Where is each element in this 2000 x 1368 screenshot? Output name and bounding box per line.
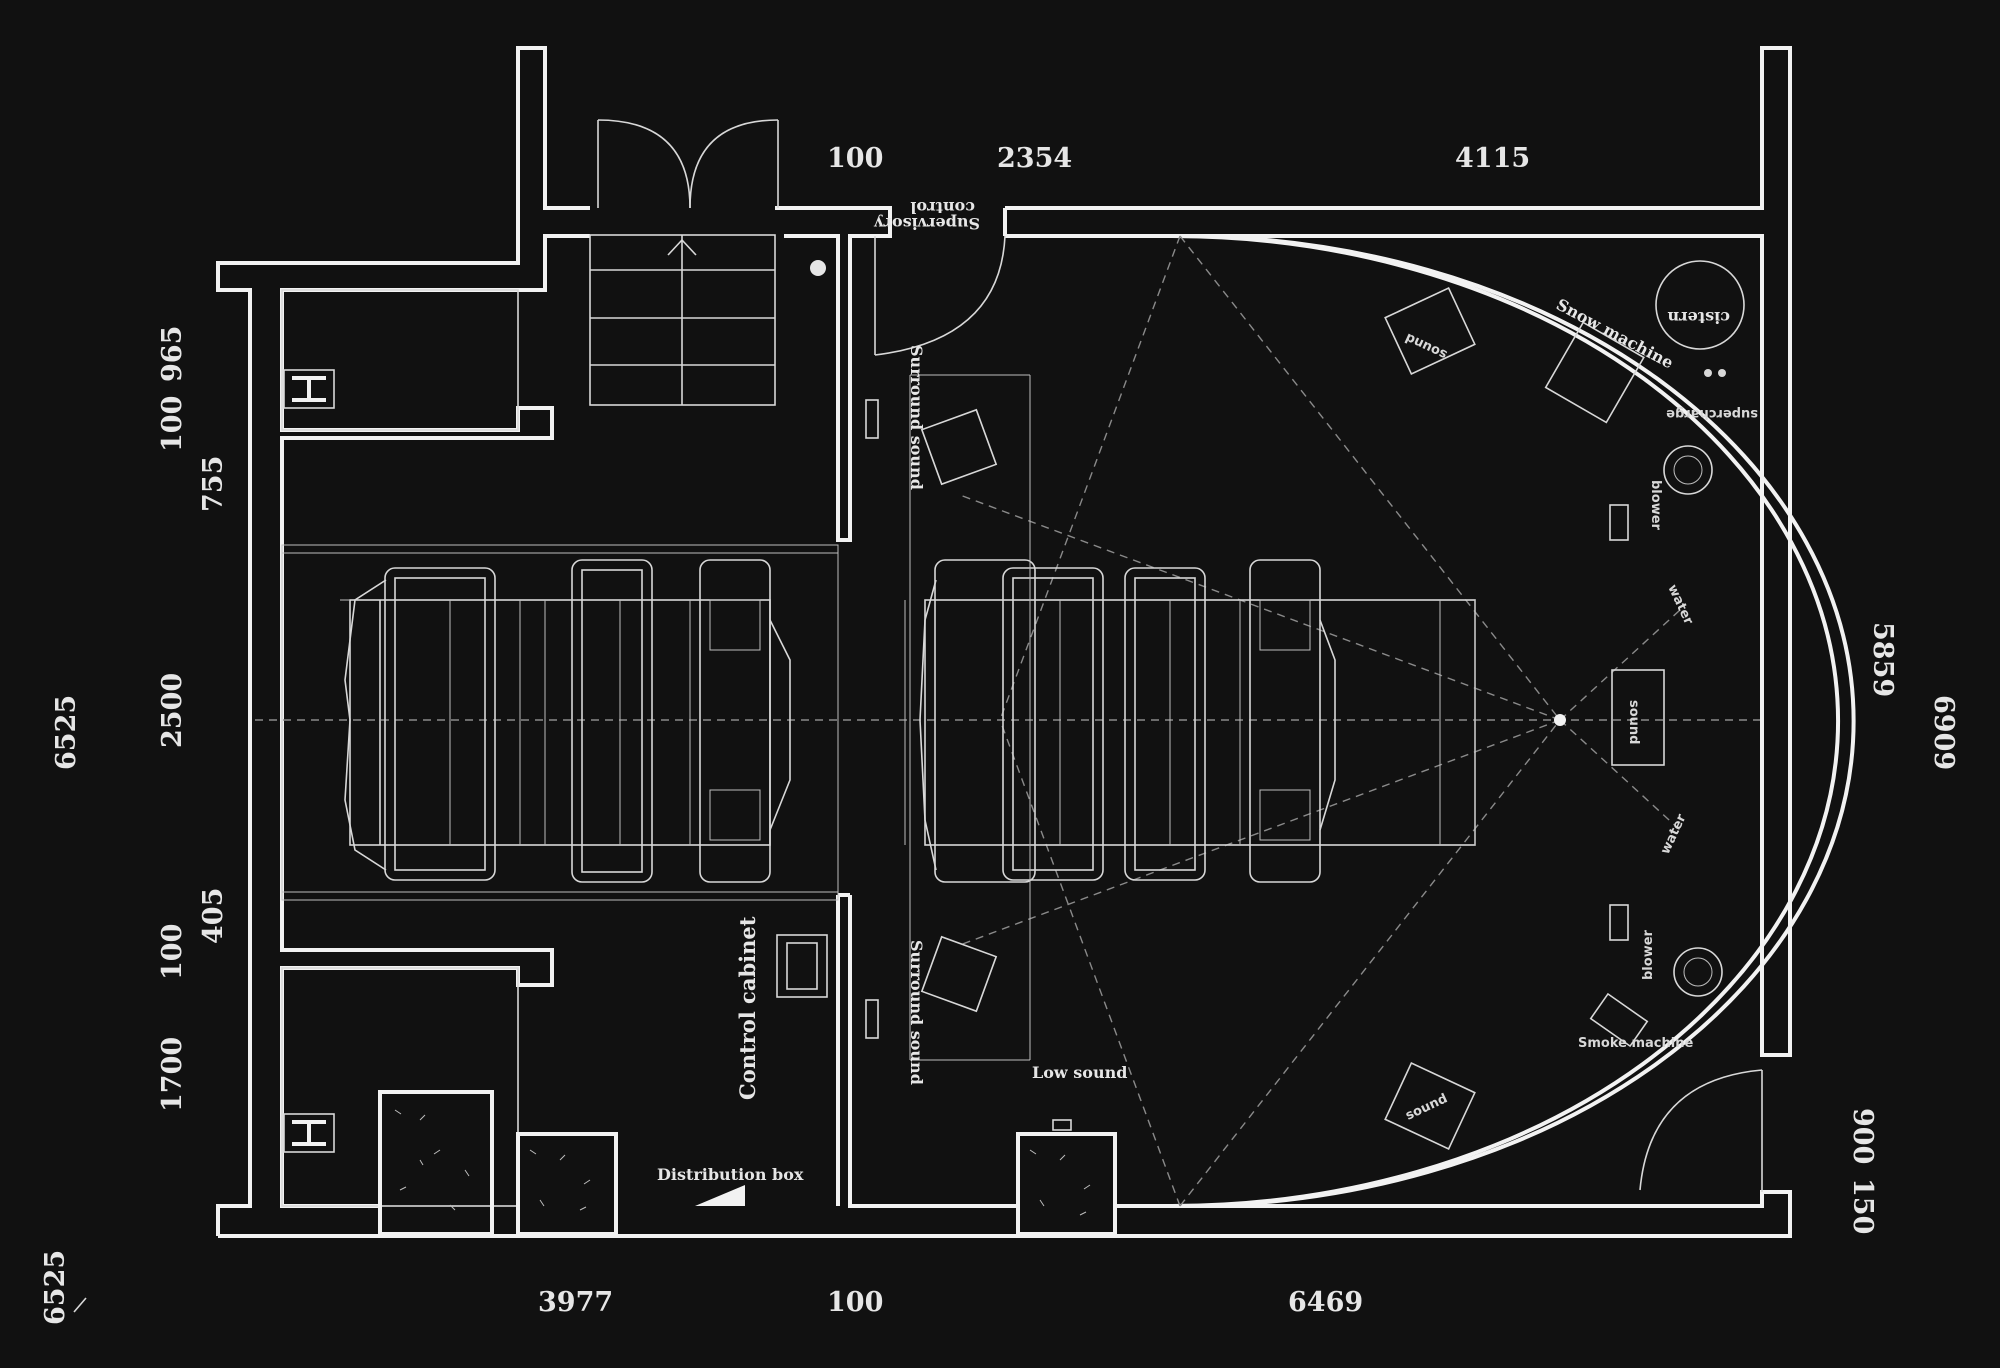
dim-left-3: 755 [198, 456, 229, 512]
cistern-icon [1655, 260, 1745, 350]
h-symbol-bottom [283, 1113, 335, 1153]
distribution-box-icon [695, 1185, 745, 1206]
column-1 [378, 1090, 494, 1236]
dim-left-4: 2500 [157, 673, 188, 748]
dim-left-total: 6525 [51, 695, 82, 770]
label-smoke-machine: Smoke machine [1578, 1036, 1693, 1051]
dim-bottom-2: 100 [827, 1287, 883, 1318]
label-sound-center: sound [1626, 700, 1641, 744]
dim-bottom-3: 6469 [1288, 1287, 1363, 1318]
projector-icon [1554, 714, 1566, 726]
label-distribution-box: Distribution box [657, 1165, 804, 1184]
dim-left-corner: 6525 [40, 1250, 71, 1325]
left-rooms [281, 289, 1117, 1236]
dim-bottom-1: 3977 [538, 1287, 613, 1318]
sensor-icon [810, 260, 826, 276]
walls [216, 46, 1792, 1238]
dim-right-total: 6909 [1928, 695, 1959, 770]
dimensions: 100 2354 4115 3977 100 6469 6525 6525 96… [40, 143, 1959, 1325]
dim-right-3: 150 [1847, 1178, 1878, 1234]
dim-left-6: 100 [157, 924, 188, 980]
column-3 [1016, 1132, 1117, 1236]
label-control: control [910, 198, 975, 217]
blower-bottom-icon [1673, 947, 1723, 997]
label-low-sound: Low sound [1032, 1063, 1127, 1082]
label-blower-bottom: blower [1641, 929, 1656, 980]
seat-group-right [904, 559, 1476, 883]
label-supervisory: Supervisory [874, 214, 980, 233]
seat-group-left [281, 544, 839, 901]
equipment [695, 260, 1763, 1206]
blower-top-icon [1663, 445, 1713, 495]
dim-top-2: 2354 [997, 143, 1072, 174]
label-water-bottom: water [1658, 812, 1690, 857]
dim-top-1: 100 [827, 143, 883, 174]
label-cistern: cistern [1667, 308, 1730, 327]
dim-left-1: 965 [157, 326, 188, 382]
dim-top-3: 4115 [1455, 143, 1530, 174]
label-blower-top: blower [1648, 480, 1663, 531]
label-sound-bottom: sound [1403, 1091, 1450, 1123]
h-symbol-top [283, 369, 335, 409]
label-surround-sound-top: Surround sound [907, 345, 926, 490]
entrance [589, 119, 1006, 406]
dim-left-2: 100 [157, 396, 188, 452]
label-surround-sound-bottom: Surround sound [907, 940, 926, 1085]
dim-right-2: 900 [1847, 1108, 1878, 1164]
label-control-cabinet: Control cabinet [735, 916, 760, 1100]
label-sound-top: sound [1403, 330, 1450, 362]
dim-right-1: 5859 [1867, 622, 1898, 697]
label-supercharge: supercharge [1666, 406, 1758, 421]
dim-left-7: 1700 [157, 1037, 188, 1112]
dim-left-5: 405 [198, 888, 229, 944]
column-2 [516, 1132, 618, 1236]
screen [255, 234, 1856, 1208]
